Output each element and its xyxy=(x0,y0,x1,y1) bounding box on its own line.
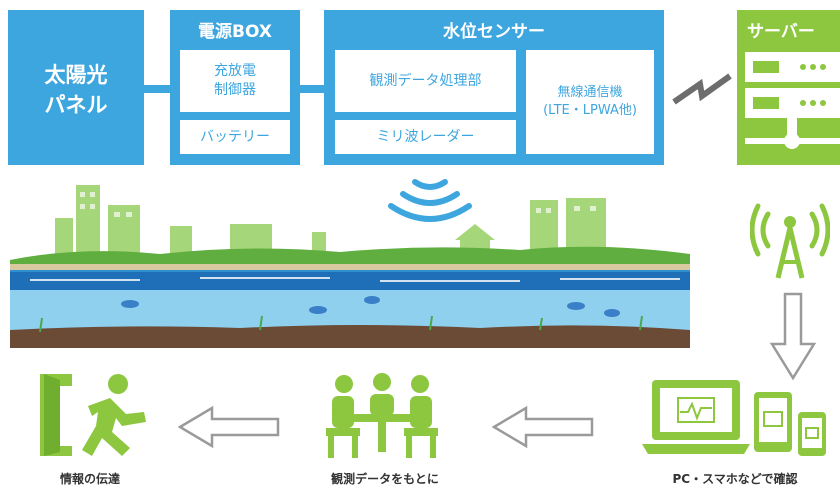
server-title: サーバー xyxy=(747,21,815,42)
arrow-down-icon xyxy=(769,292,817,381)
battery: バッテリー xyxy=(180,120,290,154)
antenna-icon xyxy=(750,203,830,279)
confirm-caption: PC・スマホなどで確認 xyxy=(672,472,798,486)
meeting-icon xyxy=(326,373,438,458)
notify-caption: 情報の伝達 xyxy=(59,472,120,486)
power-box-title: 電源BOX xyxy=(198,21,272,42)
millimeter-wave-radar: ミリ波レーダー xyxy=(335,120,516,154)
wireless-signal-icon xyxy=(388,179,472,222)
data-processing-unit: 観測データ処理部 xyxy=(335,50,516,112)
river-landscape xyxy=(10,185,690,348)
arrow-left-icon-2 xyxy=(492,406,594,448)
connector-power-sensor xyxy=(300,85,324,93)
charge-controller: 充放電 制御器 xyxy=(180,50,290,112)
server-icon xyxy=(745,52,840,149)
arrow-left-icon-1 xyxy=(178,406,280,448)
water-sensor-title: 水位センサー xyxy=(443,21,545,42)
exit-icon xyxy=(40,374,146,456)
solar-panel-label: 太陽光 パネル xyxy=(44,62,108,117)
discuss-caption: 観測データをもとに xyxy=(331,472,439,486)
wireless-communicator: 無線通信機 (LTE・LPWA他) xyxy=(526,50,654,154)
devices-icon xyxy=(642,380,826,456)
wireless-link-icon xyxy=(672,73,732,105)
solar-panel-box xyxy=(8,10,144,165)
connector-solar-power xyxy=(144,85,170,93)
